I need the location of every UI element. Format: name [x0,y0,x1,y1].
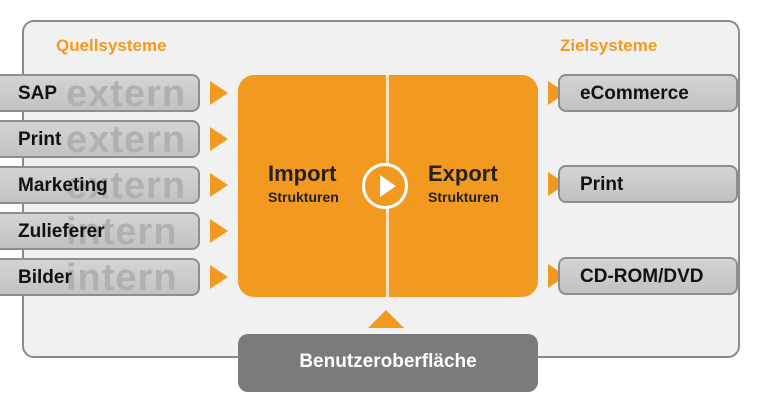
source-watermark: extern [66,166,187,204]
export-subtitle: Strukturen [428,189,499,205]
source-label: SAP [18,83,58,104]
source-label: Print [18,129,62,150]
target-box-ecommerce: eCommerce [558,74,738,112]
target-box-cdrom: CD-ROM/DVD [558,257,738,295]
source-arrow-icon [210,127,228,151]
target-label: eCommerce [580,83,689,104]
target-label: Print [580,174,624,195]
target-box-print: Print [558,165,738,203]
target-header: Zielsysteme [560,36,658,55]
source-box-marketing: extern Marketing [0,166,200,204]
source-arrow-icon [210,81,228,105]
source-label: Bilder [18,267,72,288]
source-label: Marketing [18,175,108,196]
target-label: CD-ROM/DVD [580,266,704,287]
source-box-zulieferer: intern Zulieferer [0,212,200,250]
source-label: Zulieferer [18,221,105,242]
import-subtitle: Strukturen [268,189,339,205]
source-arrow-icon [210,265,228,289]
source-box-bilder: intern Bilder [0,258,200,296]
source-header: Quellsysteme [56,36,167,55]
source-box-sap: extern SAP [0,74,200,112]
play-icon [362,163,408,209]
user-interface-box: Benutzeroberfläche [238,334,538,392]
user-interface-label: Benutzeroberfläche [299,351,477,372]
source-watermark: extern [66,74,187,112]
import-title: Import [268,161,337,186]
source-arrow-icon [210,219,228,243]
core-processing-box: Import Strukturen Export Strukturen [238,75,538,297]
source-watermark: intern [66,258,178,296]
source-arrow-icon [210,173,228,197]
up-arrow-icon [368,310,404,328]
source-box-print: extern Print [0,120,200,158]
source-watermark: intern [66,212,178,250]
export-title: Export [428,161,498,186]
source-watermark: extern [66,120,187,158]
